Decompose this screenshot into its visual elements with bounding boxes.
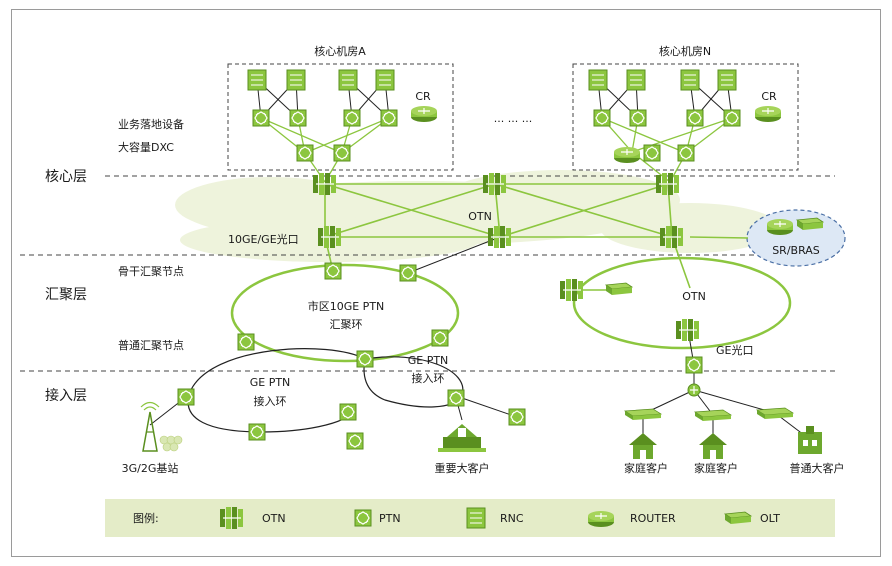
legend: 图例: OTN PTN RNC ROUTER OLT xyxy=(105,499,835,537)
vip-customer-icon xyxy=(438,424,486,452)
service-landing-label: 业务落地设备 xyxy=(118,117,184,131)
ring-city-label-1: 市区10GE PTN xyxy=(308,299,385,313)
legend-rnc-icon xyxy=(466,507,486,529)
ge-port-label: GE光口 xyxy=(716,343,753,357)
legend-router-icon xyxy=(587,510,615,528)
core-room-a-label: 核心机房A xyxy=(314,44,366,58)
right-olt[interactable] xyxy=(605,282,633,296)
bs-label: 3G/2G基站 xyxy=(122,461,179,475)
layer-core-label: 核心层 xyxy=(45,169,87,185)
cr-label-n: CR xyxy=(761,90,777,103)
layer-agg-label: 汇聚层 xyxy=(45,287,87,303)
legend-otn-label: OTN xyxy=(262,512,286,525)
home-customer-label-2: 家庭客户 xyxy=(694,461,738,475)
home-icon-2 xyxy=(699,433,727,459)
core-room-n-label: 核心机房N xyxy=(659,44,711,58)
backbone-node-label: 骨干汇聚节点 xyxy=(118,265,184,278)
ge-ptn-mid-label-1: GE PTN xyxy=(408,354,449,367)
ring-city-label-2: 汇聚环 xyxy=(330,318,363,331)
otn-ring-right xyxy=(572,256,792,350)
legend-olt-label: OLT xyxy=(760,512,780,525)
ge-ptn-mid-label-2: 接入环 xyxy=(412,372,445,385)
room-n-router-inner[interactable] xyxy=(613,146,641,164)
otn-right-label: OTN xyxy=(682,290,706,303)
backbone-uplink xyxy=(407,236,501,274)
room-a-green-links xyxy=(260,117,390,183)
core-room-n-box xyxy=(572,63,799,171)
room-a-ptn[interactable] xyxy=(252,109,398,162)
legend-rnc-label: RNC xyxy=(500,512,524,525)
legend-title: 图例: xyxy=(133,511,159,525)
base-station-icon xyxy=(140,401,183,452)
ge-ptn-left-label-2: 接入环 xyxy=(254,395,287,408)
home-icon-1 xyxy=(629,433,657,459)
ge-port-10-label: 10GE/GE光口 xyxy=(228,232,299,246)
normal-node-label: 普通汇聚节点 xyxy=(118,338,184,352)
layer-access-label: 接入层 xyxy=(45,387,87,404)
sr-bras-label: SR/BRAS xyxy=(772,244,820,257)
ellipsis-label: ... ... ... xyxy=(494,112,532,125)
cr-label-a: CR xyxy=(415,90,431,103)
room-a-links xyxy=(256,79,390,119)
diagram-frame xyxy=(11,9,881,557)
home-customer-label-1: 家庭客户 xyxy=(624,461,668,475)
room-a-cr-router[interactable] xyxy=(410,105,438,123)
legend-ptn-label: PTN xyxy=(379,512,401,525)
room-n-rnc[interactable] xyxy=(588,69,737,91)
sr-bras-group[interactable] xyxy=(746,209,846,267)
room-a-rnc[interactable] xyxy=(247,69,395,91)
core-otn-mesh xyxy=(324,183,691,289)
ge-ptn-left-label-1: GE PTN xyxy=(250,376,291,389)
vip-customer-label: 重要大客户 xyxy=(435,461,490,475)
building-icon xyxy=(798,426,822,454)
legend-router-label: ROUTER xyxy=(630,512,676,525)
otn-core-label: OTN xyxy=(468,210,492,223)
legend-ptn-icon xyxy=(354,509,372,527)
city-ptn-ring xyxy=(230,263,460,363)
ge-ptn-ring-left xyxy=(187,348,366,433)
room-n-cr-router[interactable] xyxy=(754,105,782,123)
legend-olt-icon xyxy=(724,511,752,525)
large-dxc-label: 大容量DXC xyxy=(118,140,174,154)
room-n-links xyxy=(597,79,733,119)
core-room-a-box xyxy=(227,63,454,171)
sr-bras-link xyxy=(689,236,749,239)
splitter-icon[interactable] xyxy=(687,383,701,397)
normal-big-customer-label: 普通大客户 xyxy=(790,461,845,475)
